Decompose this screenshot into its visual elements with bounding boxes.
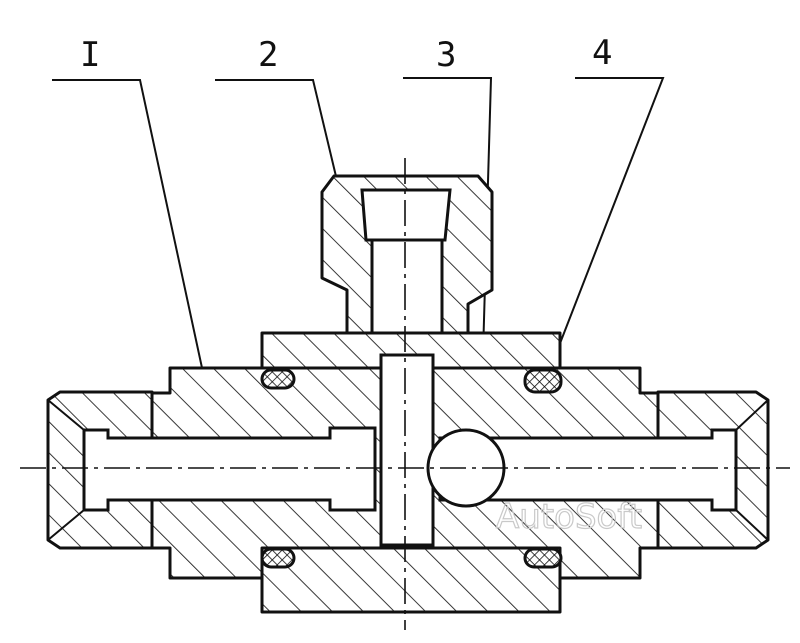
top-nut [320, 174, 494, 360]
horizontal-bore [47, 399, 769, 541]
callout-1: I [52, 35, 211, 406]
callout-3-label: 3 [436, 35, 456, 75]
callout-2-label: 2 [258, 35, 278, 75]
callout-3: 3 [403, 35, 493, 459]
callout-1-label: I [80, 35, 100, 75]
callout-3-leader [403, 77, 493, 459]
callout-1-leader [52, 79, 211, 406]
vertical-bore [379, 353, 435, 547]
watermark-text: AutoSoft [496, 497, 642, 537]
callout-4: 4 [544, 33, 665, 383]
callout-4-leader [544, 77, 665, 383]
callout-4-label: 4 [592, 33, 612, 73]
sealing-rings [260, 368, 563, 569]
